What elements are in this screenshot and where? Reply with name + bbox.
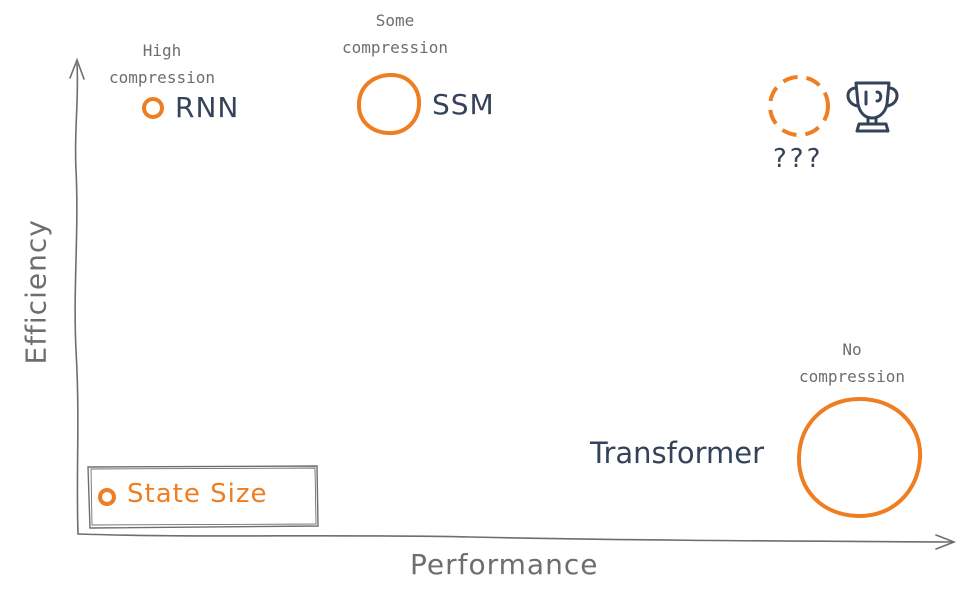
legend-box [87, 465, 319, 529]
ssm-note-line1: Some [375, 11, 415, 30]
rnn-label: RNN [175, 91, 240, 124]
ssm-note-line2: compression [342, 38, 448, 57]
rnn-circle [142, 97, 164, 119]
rnn-note-line2: compression [109, 68, 215, 87]
unknown-dashed-circle [768, 75, 830, 137]
transformer-note: No compression [790, 336, 914, 390]
y-axis-arrowhead [69, 57, 85, 80]
legend-label: State Size [127, 479, 268, 509]
y-axis [74, 63, 79, 535]
transformer-note-line1: No [842, 340, 862, 359]
transformer-circle [796, 396, 923, 519]
ssm-circle [356, 72, 422, 136]
rnn-note: High compression [100, 37, 224, 91]
unknown-label: ??? [773, 144, 824, 174]
y-axis-label: Efficiency [19, 219, 53, 365]
legend-marker-circle [98, 488, 116, 506]
x-axis [77, 533, 953, 543]
trophy-icon [846, 81, 899, 133]
transformer-note-line2: compression [799, 367, 905, 386]
x-axis-label: Performance [410, 548, 599, 581]
x-axis-arrowhead [935, 534, 957, 550]
rnn-note-line1: High [142, 41, 182, 60]
ssm-label: SSM [432, 88, 495, 121]
transformer-label: Transformer [590, 436, 765, 470]
ssm-note: Some compression [333, 7, 457, 61]
